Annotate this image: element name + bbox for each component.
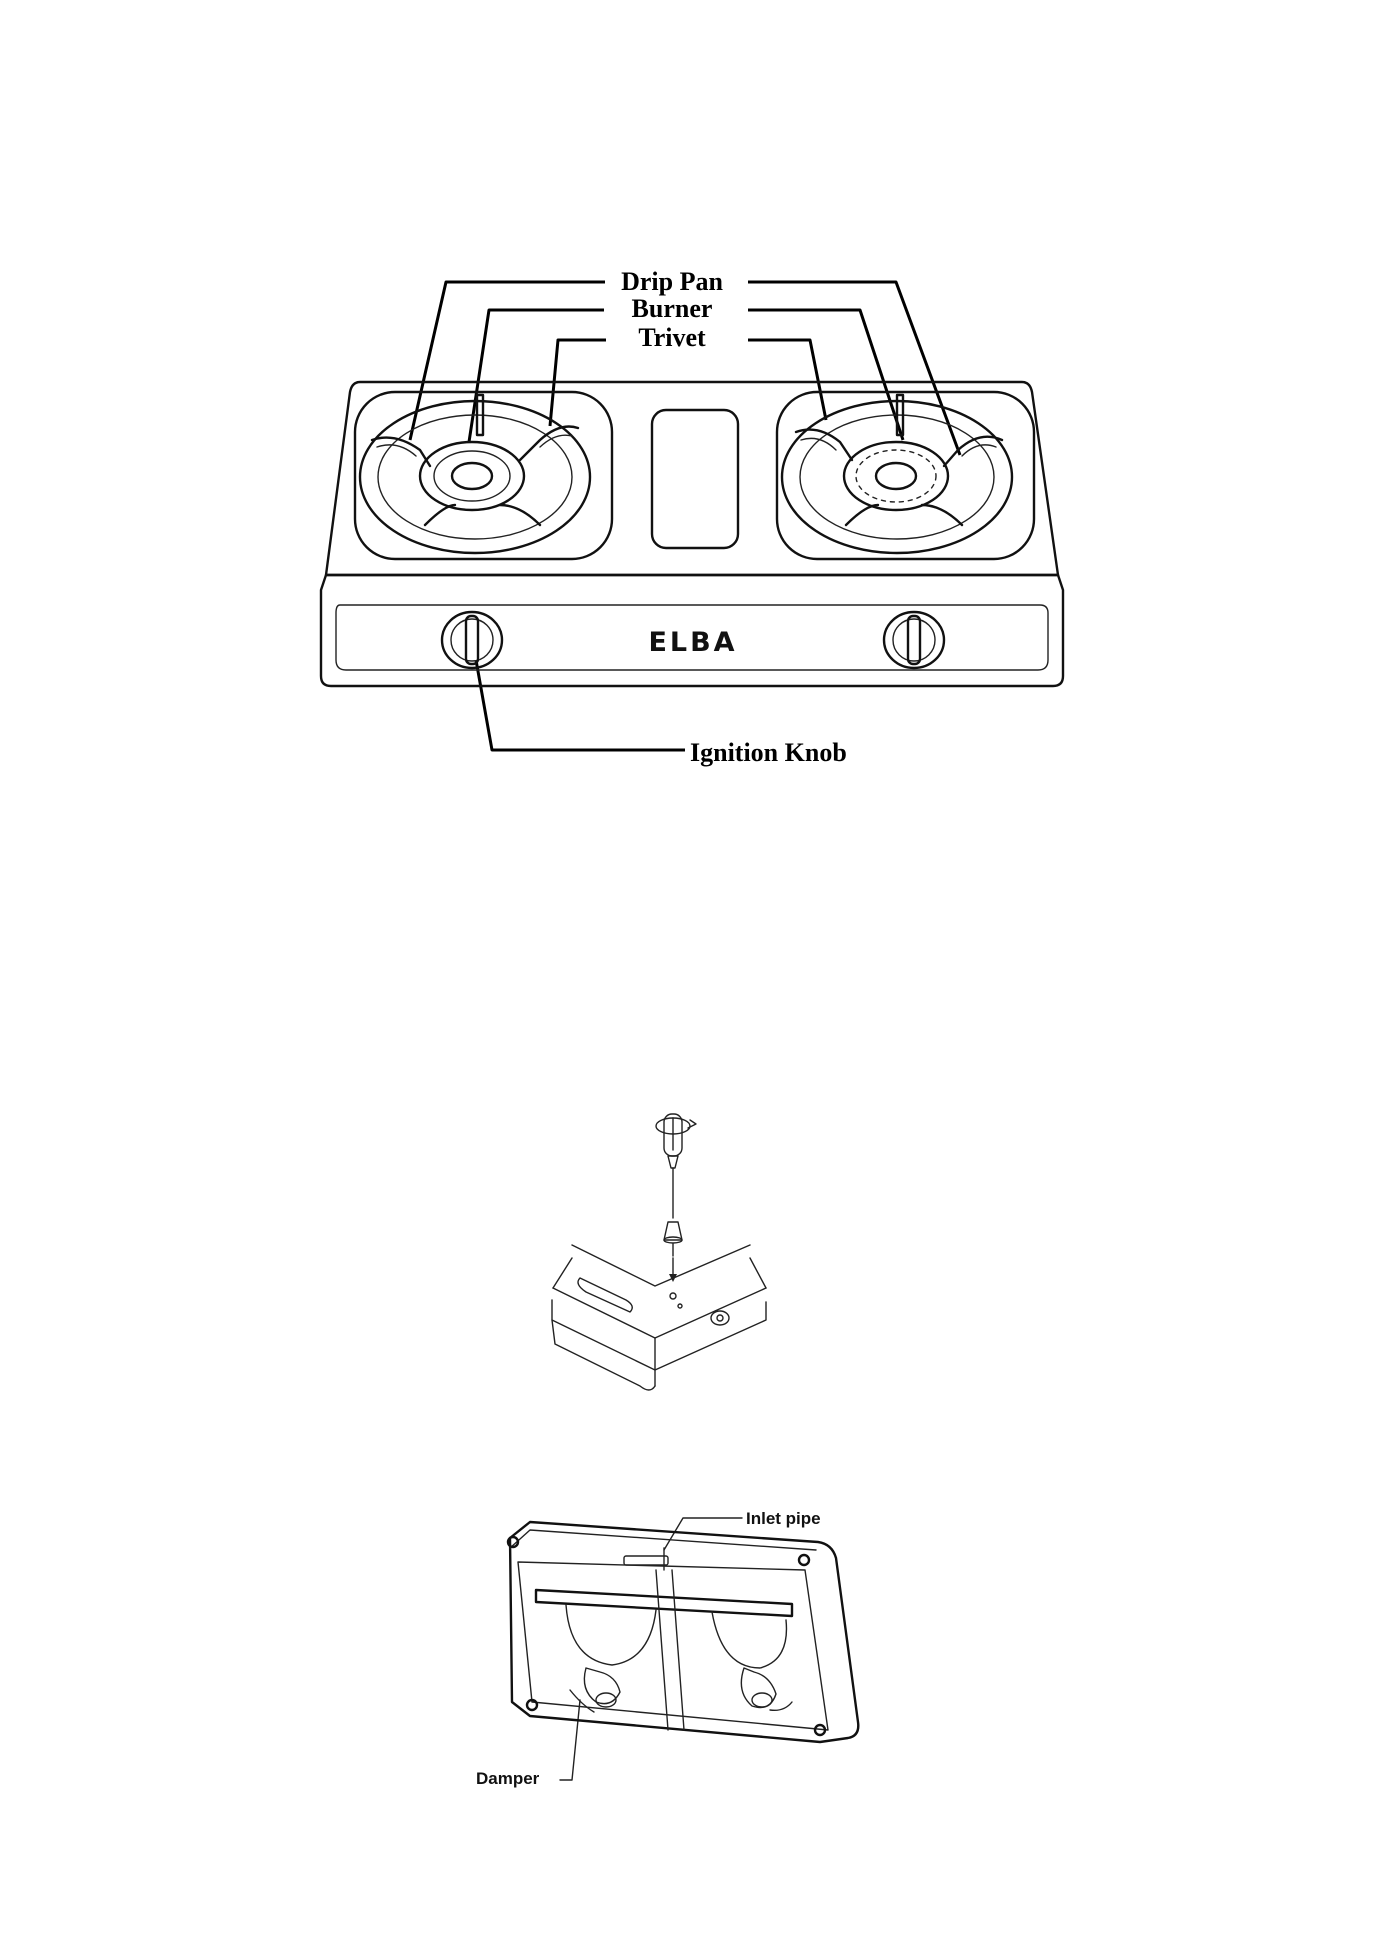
leader-drip-pan-right [748, 282, 960, 455]
leader-lines [410, 282, 960, 750]
leader-burner-left [469, 310, 604, 442]
label-inlet-pipe: Inlet pipe [746, 1509, 821, 1528]
screwdriver-icon [664, 1114, 682, 1218]
leader-trivet-right [748, 340, 826, 420]
right-ignition-knob [884, 612, 944, 668]
right-burner-ring [844, 442, 948, 510]
stove-corner [552, 1245, 766, 1390]
stove-underside [508, 1522, 858, 1742]
stove-overview-figure: Drip Pan Burner Trivet Ignition Knob [321, 267, 1063, 767]
left-burner-ring [420, 442, 524, 510]
leader-damper [560, 1700, 580, 1780]
right-trivet-arm-4 [922, 505, 962, 525]
brand-logo-text: ELBA [648, 627, 737, 658]
leader-drip-pan-left [410, 282, 605, 440]
right-trivet-arm-2b [962, 445, 996, 456]
right-drip-pan-well [777, 392, 1034, 559]
right-burner-assembly [777, 392, 1034, 559]
left-drip-pan-outer [360, 401, 590, 553]
leader-ignition-knob [476, 660, 685, 750]
label-drip-pan: Drip Pan [621, 267, 723, 296]
right-trivet-arm-2 [944, 437, 1002, 466]
label-damper: Damper [476, 1769, 540, 1788]
left-burner-cap [452, 463, 492, 489]
label-ignition-knob: Ignition Knob [690, 738, 847, 767]
left-trivet-arm-1b [377, 445, 416, 456]
left-trivet-arm-4 [500, 505, 540, 525]
right-burner-cap [876, 463, 916, 489]
right-trivet-arm-1 [796, 430, 852, 460]
left-trivet-arm-2 [520, 427, 578, 461]
left-ignition-knob [442, 612, 502, 668]
underside-figure: Inlet pipe Damper [476, 1509, 858, 1788]
label-burner: Burner [632, 294, 713, 323]
left-drip-pan-inner [378, 415, 572, 539]
right-burner-ports [856, 450, 936, 502]
label-trivet: Trivet [638, 323, 706, 352]
leader-burner-right [748, 310, 903, 440]
left-burner-cap-outer [434, 451, 510, 501]
center-panel-window [652, 410, 738, 548]
right-trivet-arm-3 [846, 505, 878, 525]
stove-body: ELBA [321, 382, 1063, 686]
left-burner-assembly [355, 392, 612, 559]
foot-installation-figure [552, 1114, 766, 1390]
stove-foot [664, 1222, 682, 1256]
